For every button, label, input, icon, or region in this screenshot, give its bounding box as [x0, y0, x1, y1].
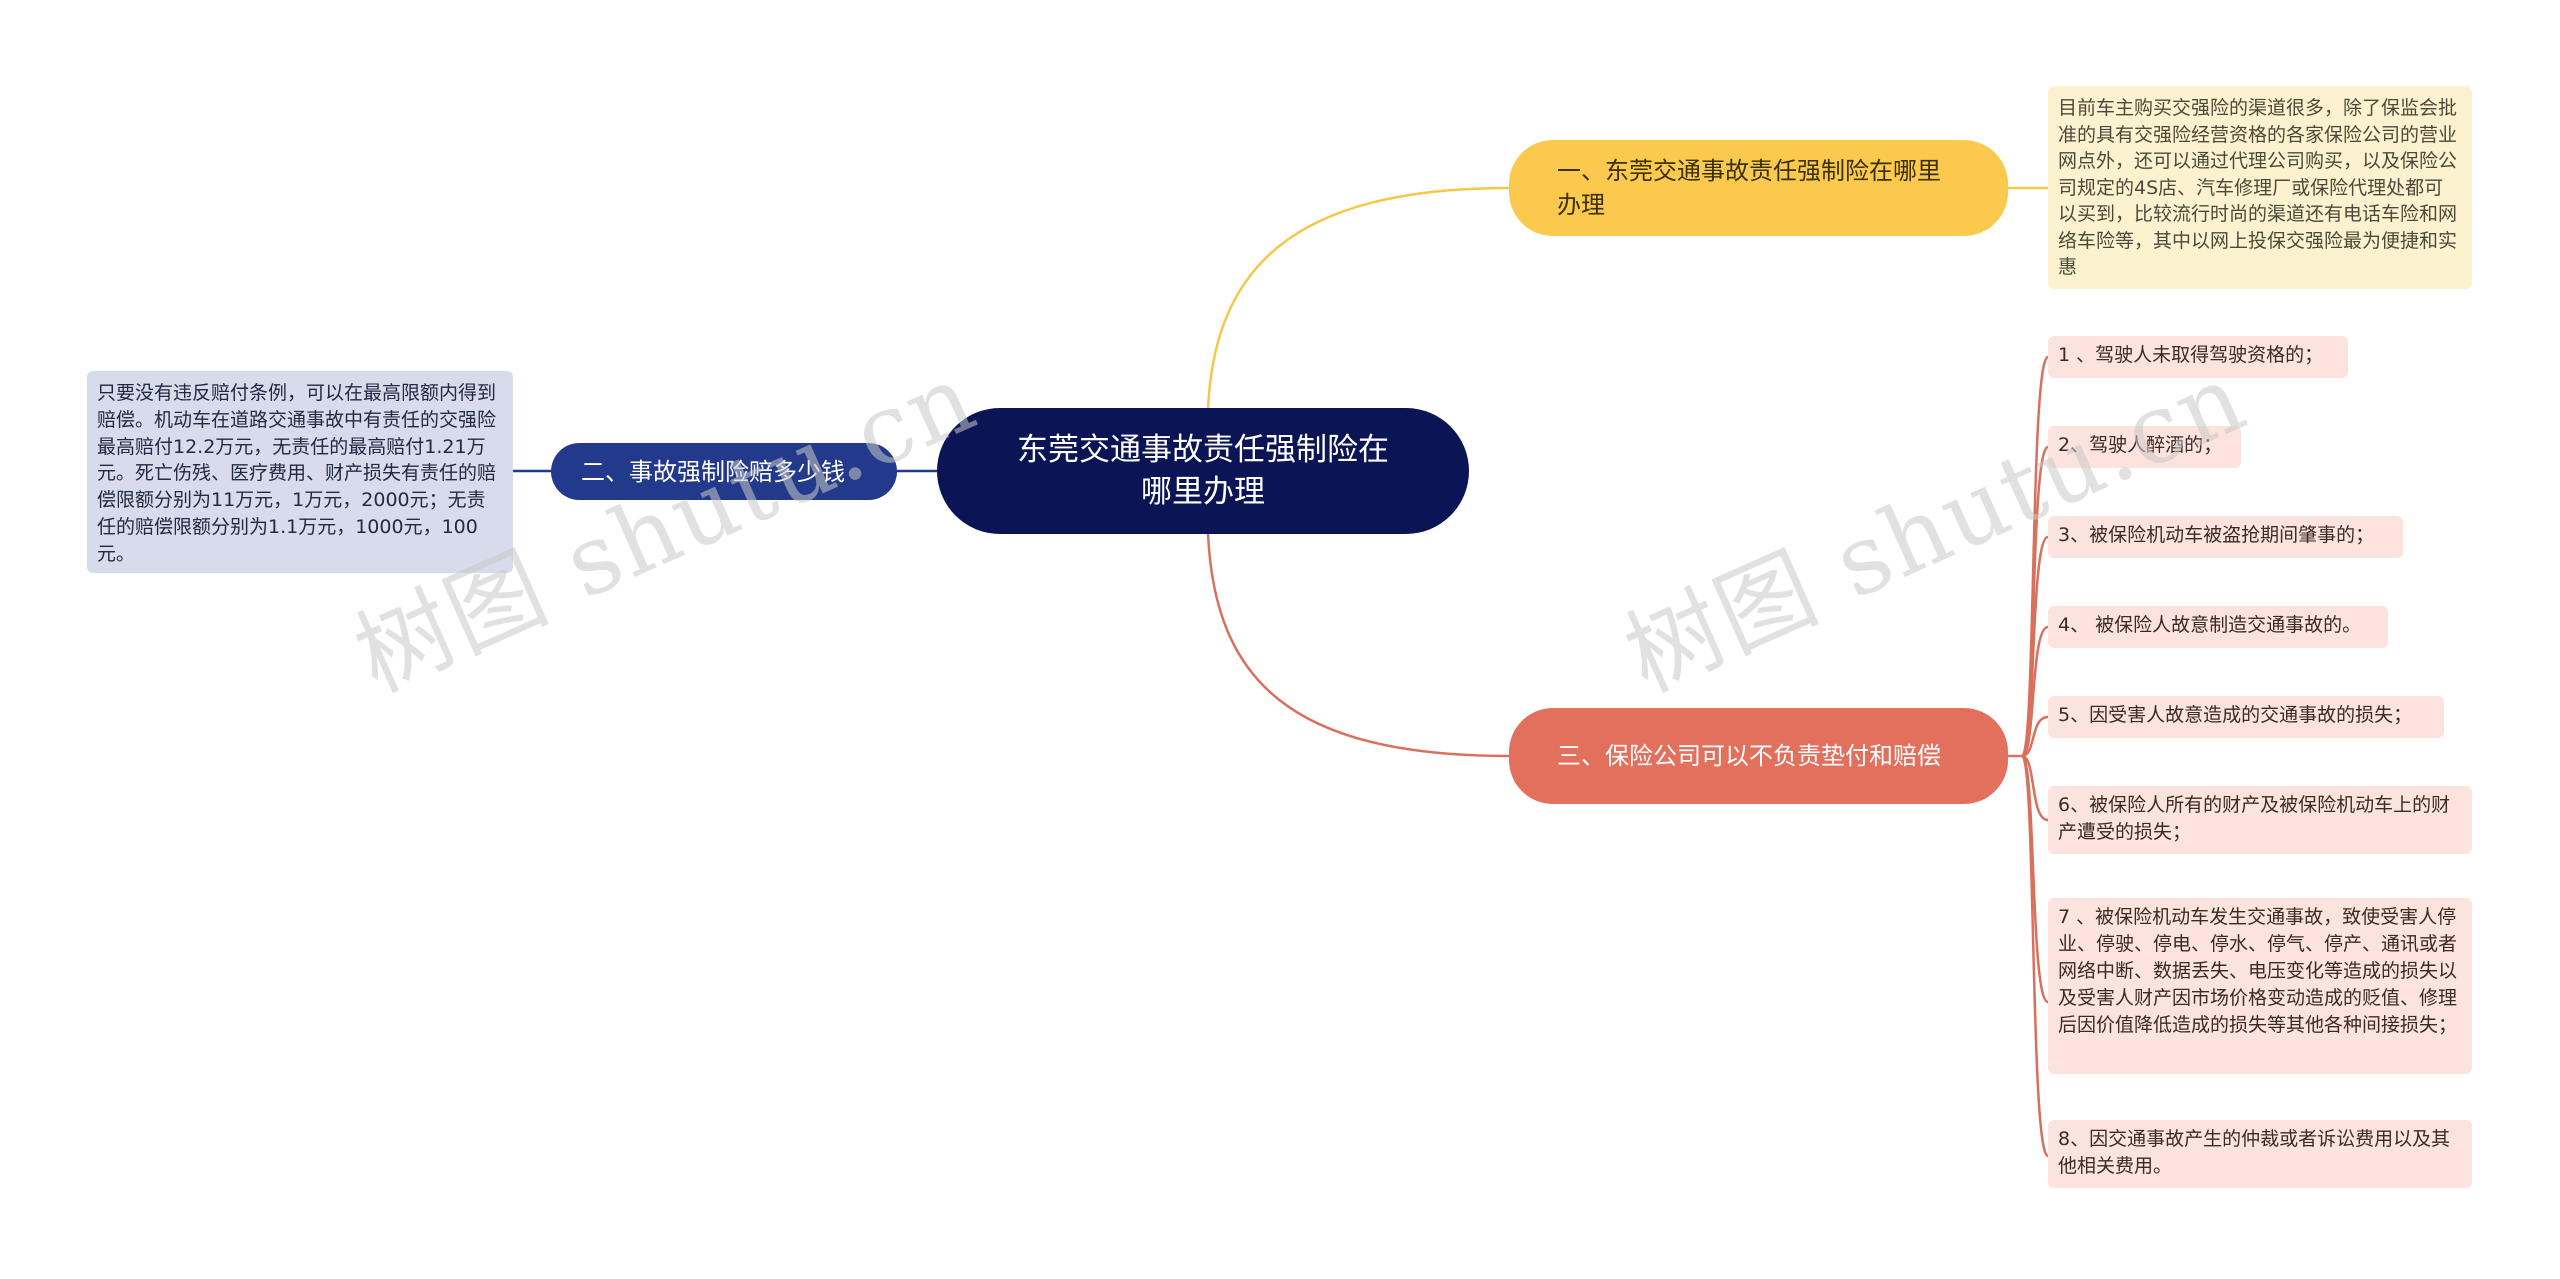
leaf-b3-item[interactable]: 3、被保险机动车被盗抢期间肇事的； — [2048, 516, 2403, 558]
leaf-b1-detail[interactable]: 目前车主购买交强险的渠道很多，除了保监会批准的具有交强险经营资格的各家保险公司的… — [2048, 86, 2472, 289]
leaf-b3-item[interactable]: 6、被保险人所有的财产及被保险机动车上的财产遭受的损失； — [2048, 786, 2472, 854]
leaf-b3-item[interactable]: 5、因受害人故意造成的交通事故的损失； — [2048, 696, 2444, 738]
branch-node-exemptions[interactable]: 三、保险公司可以不负责垫付和赔偿 — [1509, 708, 2008, 804]
branch-label: 一、东莞交通事故责任强制险在哪里办理 — [1557, 157, 1941, 219]
leaf-b2-detail[interactable]: 只要没有违反赔付条例，可以在最高限额内得到赔偿。机动车在道路交通事故中有责任的交… — [87, 371, 513, 573]
leaf-b3-item[interactable]: 1 、驾驶人未取得驾驶资格的； — [2048, 336, 2348, 378]
root-node[interactable]: 东莞交通事故责任强制险在哪里办理 — [937, 408, 1469, 534]
link-b3-leaves — [2008, 355, 2050, 1158]
leaf-b3-item[interactable]: 2、驾驶人醉酒的； — [2048, 426, 2241, 468]
leaf-b3-item[interactable]: 8、因交通事故产生的仲裁或者诉讼费用以及其他相关费用。 — [2048, 1120, 2472, 1188]
branch-label: 二、事故强制险赔多少钱 — [581, 457, 845, 486]
leaf-b3-item[interactable]: 4、 被保险人故意制造交通事故的。 — [2048, 606, 2388, 648]
link-root-b3 — [1206, 533, 1510, 758]
branch-node-compensation-amount[interactable]: 二、事故强制险赔多少钱 — [551, 443, 897, 500]
root-title: 东莞交通事故责任强制险在哪里办理 — [1017, 432, 1389, 510]
leaf-b3-item[interactable]: 7 、被保险机动车发生交通事故，致使受害人停业、停驶、停电、停水、停气、停产、通… — [2048, 898, 2472, 1074]
branch-label: 三、保险公司可以不负责垫付和赔偿 — [1557, 742, 1941, 770]
link-root-b1 — [1206, 186, 1510, 409]
branch-node-where-to-buy[interactable]: 一、东莞交通事故责任强制险在哪里办理 — [1509, 140, 2008, 236]
